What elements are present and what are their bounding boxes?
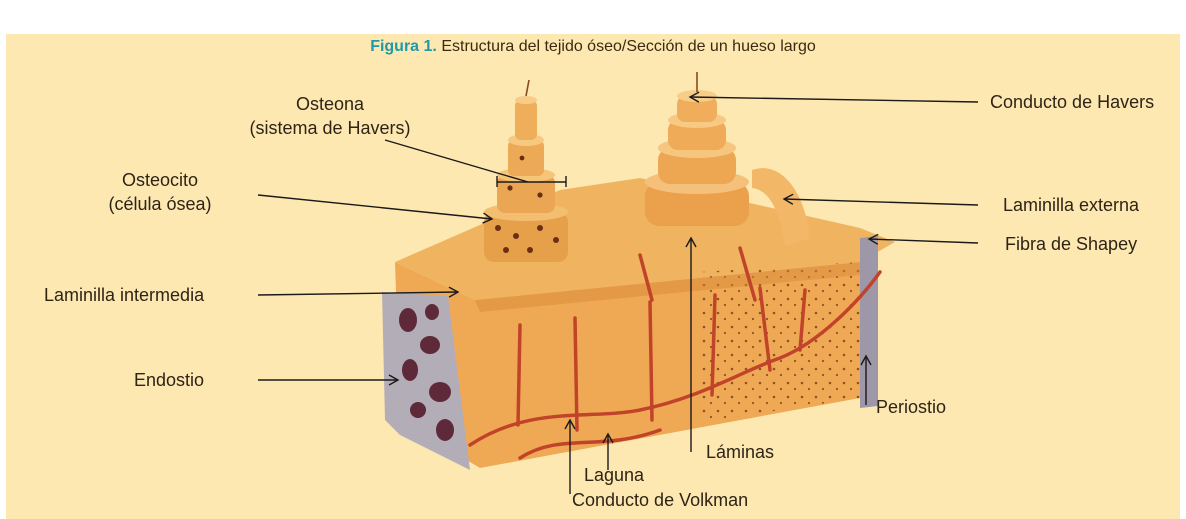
lacunae-pattern xyxy=(700,262,860,422)
leader-laminilla-intermedia xyxy=(257,286,460,298)
leader-lines xyxy=(257,91,979,494)
label-laguna: Laguna xyxy=(584,465,645,485)
osteon-tower xyxy=(484,79,568,262)
leader-fibra-shapey xyxy=(867,233,979,245)
figure-title: Figura 1. Estructura del tejido óseo/Sec… xyxy=(0,38,1186,56)
marrow-cavities xyxy=(399,304,454,441)
leader-laminilla-externa xyxy=(782,193,979,206)
havers-tower xyxy=(645,72,810,246)
label-osteona-line2: (sistema de Havers) xyxy=(249,118,411,138)
periosteum-layer xyxy=(860,236,878,408)
label-fibra-shapey: Fibra de Shapey xyxy=(1005,234,1138,254)
leader-osteona-bracket xyxy=(496,176,567,187)
blood-vessels xyxy=(468,246,882,460)
label-periostio: Periostio xyxy=(876,397,947,417)
leader-conducto-havers xyxy=(688,91,979,103)
bone-section xyxy=(382,72,895,470)
figure-title-text: Estructura del tejido óseo/Sección de un… xyxy=(441,38,816,55)
label-conducto-volkman: Conducto de Volkman xyxy=(572,490,749,510)
label-laminilla-intermedia: Laminilla intermedia xyxy=(44,285,205,305)
label-osteona: Osteona (sistema de Havers) xyxy=(230,92,430,140)
label-laminas: Láminas xyxy=(706,442,775,462)
bone-shadow xyxy=(475,262,860,312)
label-osteocito: Osteocito (célula ósea) xyxy=(90,168,230,216)
figure-number: Figura 1. xyxy=(370,38,437,55)
label-laminilla-externa: Laminilla externa xyxy=(1003,195,1140,215)
label-osteocito-line1: Osteocito xyxy=(121,170,199,190)
leader-osteocito xyxy=(257,194,494,224)
label-osteocito-line2: (célula ósea) xyxy=(108,194,212,214)
leader-osteona xyxy=(384,139,529,183)
label-osteona-line1: Osteona xyxy=(295,94,365,114)
label-endostio: Endostio xyxy=(134,370,205,390)
label-conducto-havers: Conducto de Havers xyxy=(990,92,1155,112)
